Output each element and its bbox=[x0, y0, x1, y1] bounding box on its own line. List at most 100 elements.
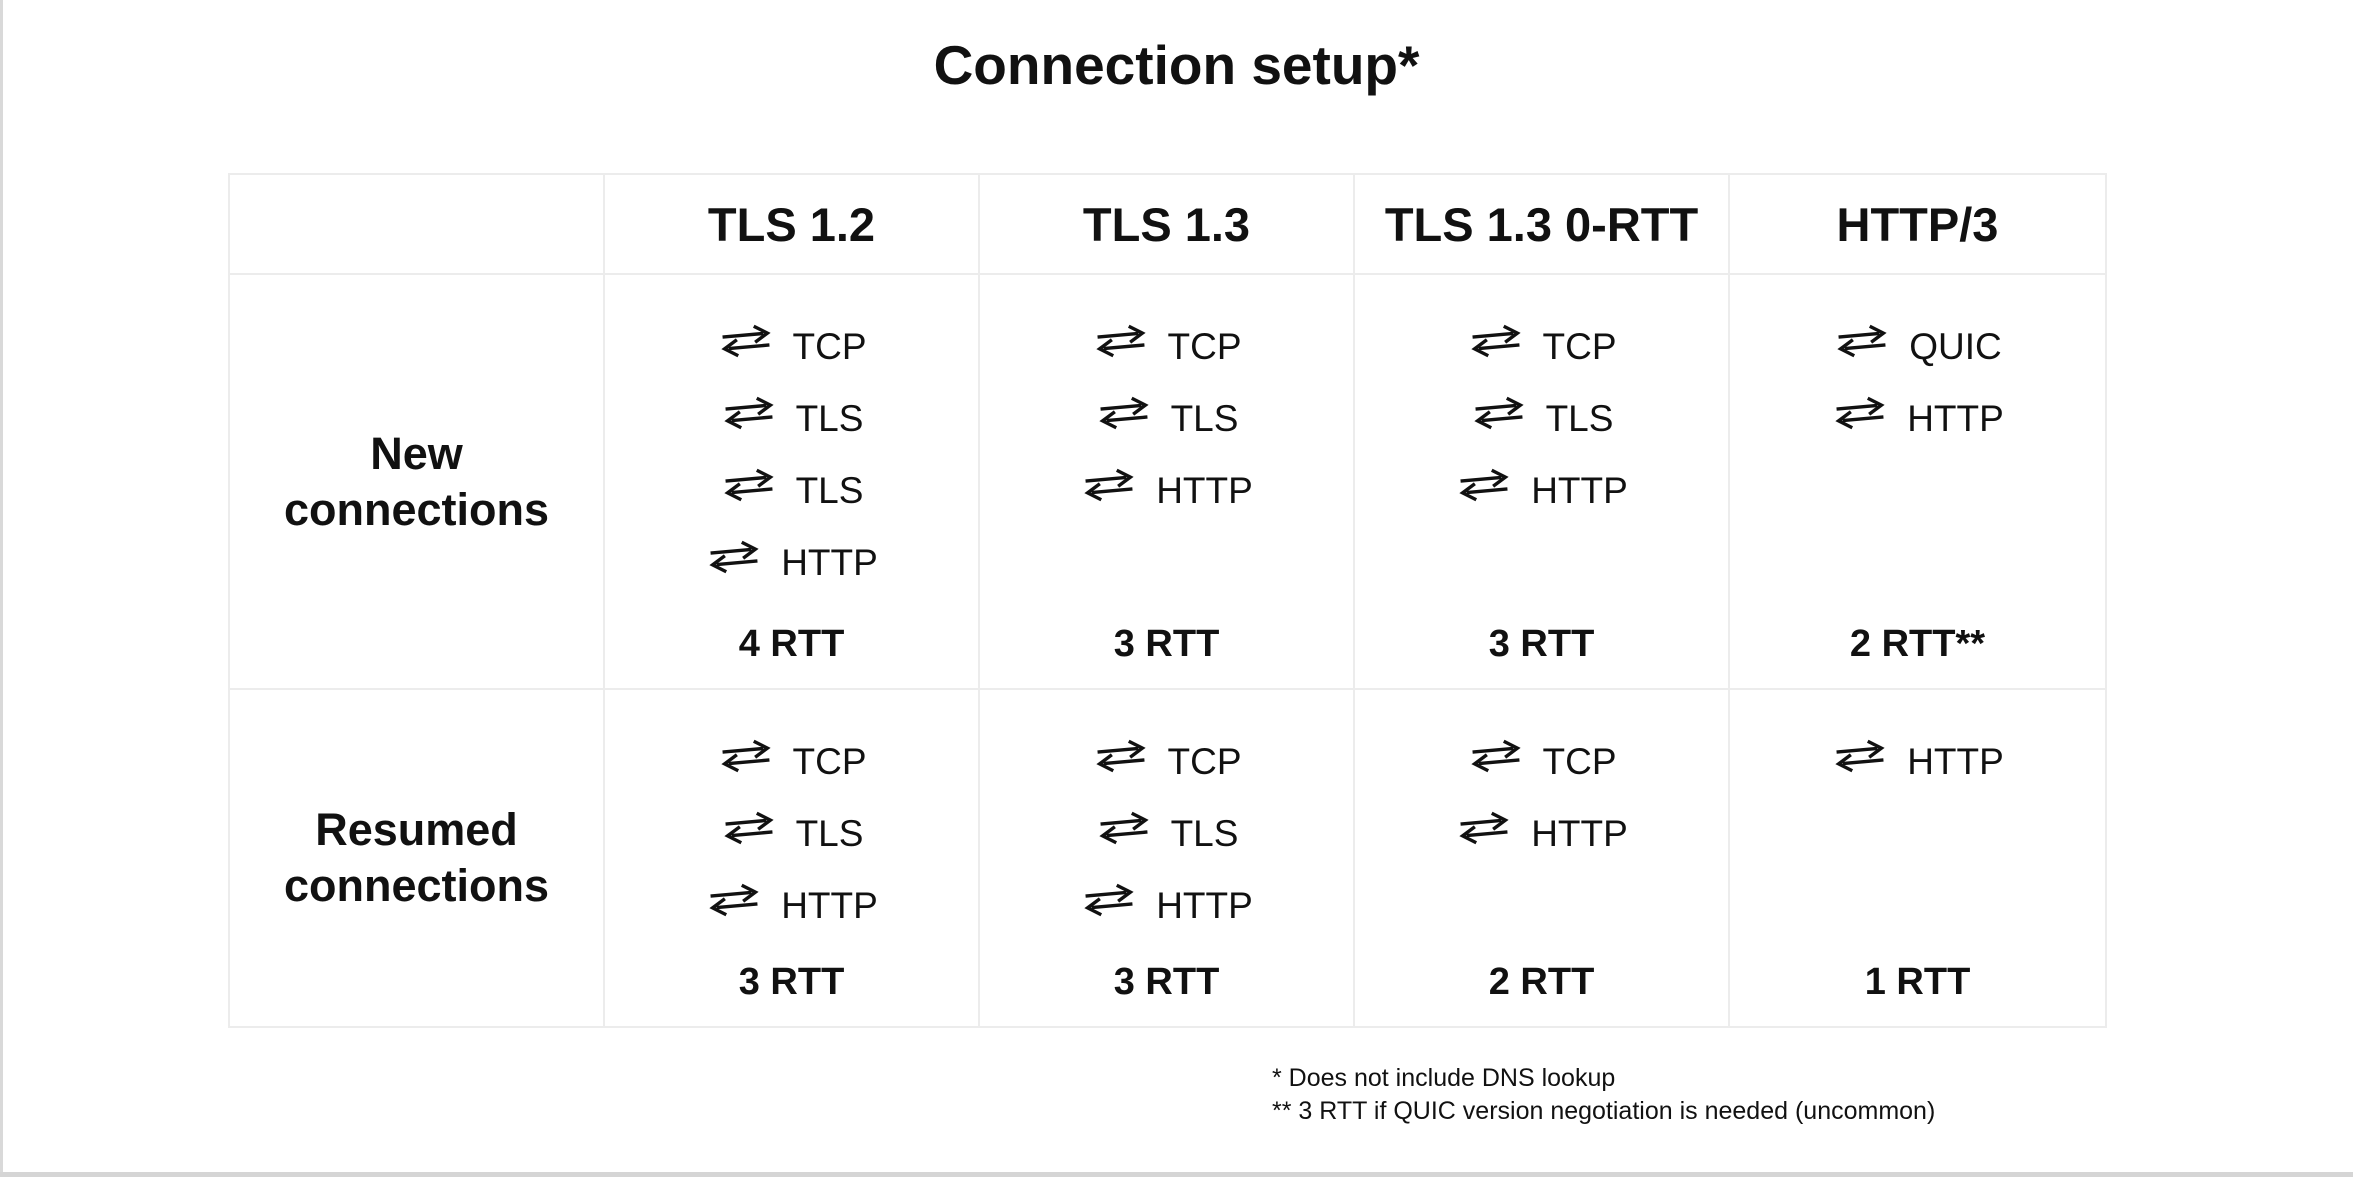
protocol-label: TCP bbox=[1542, 741, 1617, 782]
handshake-steps: TCP TLS HTTP bbox=[1355, 275, 1728, 521]
protocol-label: TLS bbox=[1545, 398, 1614, 439]
protocol-label: TLS bbox=[1170, 813, 1239, 854]
handshake-step: HTTP bbox=[980, 864, 1353, 936]
roundtrip-arrows-icon bbox=[1084, 468, 1134, 502]
handshake-cell: TCP HTTP 2 RTT bbox=[1355, 690, 1730, 1026]
handshake-step: HTTP bbox=[1730, 377, 2105, 449]
protocol-label: HTTP bbox=[781, 542, 878, 583]
roundtrip-arrows-icon bbox=[1098, 811, 1149, 845]
handshake-steps: TCP TLS TLS HTTP bbox=[605, 275, 978, 593]
handshake-step: HTTP bbox=[605, 864, 978, 936]
handshake-steps: TCP TLS HTTP bbox=[605, 690, 978, 936]
roundtrip-arrows-icon bbox=[723, 396, 774, 430]
roundtrip-arrows-icon bbox=[1835, 396, 1885, 430]
handshake-cell: QUIC HTTP 2 RTT** bbox=[1730, 275, 2105, 690]
handshake-step: HTTP bbox=[1355, 792, 1728, 864]
page-title: Connection setup* bbox=[933, 34, 1420, 96]
roundtrip-arrows-icon bbox=[709, 540, 759, 574]
column-header: HTTP/3 bbox=[1730, 175, 2105, 275]
protocol-label: TCP bbox=[1167, 741, 1242, 782]
rtt-total: 4 RTT bbox=[738, 623, 845, 665]
rtt-total: 3 RTT bbox=[1113, 961, 1220, 1003]
handshake-step: TCP bbox=[980, 720, 1353, 792]
protocol-label: TCP bbox=[1542, 326, 1617, 367]
roundtrip-arrows-icon bbox=[1835, 739, 1885, 773]
handshake-step: TLS bbox=[980, 377, 1353, 449]
column-header: TLS 1.2 bbox=[605, 175, 980, 275]
protocol-label: TLS bbox=[795, 813, 864, 854]
row-label: Resumed connections bbox=[230, 690, 605, 1026]
column-header: TLS 1.3 bbox=[980, 175, 1355, 275]
roundtrip-arrows-icon bbox=[1470, 739, 1521, 773]
handshake-step: HTTP bbox=[1355, 449, 1728, 521]
roundtrip-arrows-icon bbox=[709, 883, 759, 917]
handshake-step: QUIC bbox=[1730, 305, 2105, 377]
protocol-label: HTTP bbox=[781, 885, 878, 926]
handshake-steps: TCP TLS HTTP bbox=[980, 275, 1353, 521]
page-bottom-edge bbox=[0, 1172, 2353, 1177]
page-left-edge bbox=[0, 0, 3, 1177]
handshake-step: TCP bbox=[605, 305, 978, 377]
rtt-total: 3 RTT bbox=[738, 961, 845, 1003]
roundtrip-arrows-icon bbox=[723, 468, 774, 502]
handshake-cell: HTTP 1 RTT bbox=[1730, 690, 2105, 1026]
handshake-steps: TCP HTTP bbox=[1355, 690, 1728, 864]
handshake-step: TLS bbox=[605, 449, 978, 521]
handshake-step: TLS bbox=[605, 377, 978, 449]
roundtrip-arrows-icon bbox=[1470, 324, 1521, 358]
footnote-quic-negotiation: ** 3 RTT if QUIC version negotiation is … bbox=[1272, 1097, 1936, 1125]
roundtrip-arrows-icon bbox=[1095, 739, 1146, 773]
handshake-steps: QUIC HTTP bbox=[1730, 275, 2105, 449]
roundtrip-arrows-icon bbox=[723, 811, 774, 845]
footnote-dns: * Does not include DNS lookup bbox=[1272, 1064, 1616, 1092]
column-header: TLS 1.3 0-RTT bbox=[1355, 175, 1730, 275]
roundtrip-arrows-icon bbox=[1084, 883, 1134, 917]
handshake-step: HTTP bbox=[605, 521, 978, 593]
handshake-step: TCP bbox=[1355, 305, 1728, 377]
protocol-label: HTTP bbox=[1531, 813, 1628, 854]
roundtrip-arrows-icon bbox=[1837, 324, 1887, 358]
footnotes: * Does not include DNS lookup ** 3 RTT i… bbox=[1272, 1062, 1935, 1128]
roundtrip-arrows-icon bbox=[1473, 396, 1524, 430]
rtt-total: 3 RTT bbox=[1113, 623, 1220, 665]
protocol-label: TCP bbox=[792, 741, 867, 782]
protocol-label: TCP bbox=[1167, 326, 1242, 367]
handshake-step: TLS bbox=[980, 792, 1353, 864]
protocol-label: QUIC bbox=[1909, 326, 2002, 367]
protocol-label: TLS bbox=[795, 470, 864, 511]
handshake-cell: TCP TLS HTTP 3 RTT bbox=[1355, 275, 1730, 690]
handshake-cell: TCP TLS HTTP 3 RTT bbox=[980, 275, 1355, 690]
protocol-label: TLS bbox=[1170, 398, 1239, 439]
corner-cell bbox=[230, 175, 605, 275]
handshake-cell: TCP TLS TLS HTTP 4 RTT bbox=[605, 275, 980, 690]
handshake-step: HTTP bbox=[1730, 720, 2105, 792]
handshake-step: TCP bbox=[1355, 720, 1728, 792]
handshake-steps: HTTP bbox=[1730, 690, 2105, 792]
roundtrip-arrows-icon bbox=[1459, 811, 1509, 845]
roundtrip-arrows-icon bbox=[720, 739, 771, 773]
protocol-label: HTTP bbox=[1531, 470, 1628, 511]
roundtrip-arrows-icon bbox=[1459, 468, 1509, 502]
rtt-total: 2 RTT** bbox=[1849, 623, 1986, 665]
handshake-step: TLS bbox=[1355, 377, 1728, 449]
handshake-step: HTTP bbox=[980, 449, 1353, 521]
handshake-steps: TCP TLS HTTP bbox=[980, 690, 1353, 936]
rtt-total: 3 RTT bbox=[1488, 623, 1595, 665]
rtt-total: 2 RTT bbox=[1488, 961, 1595, 1003]
protocol-label: HTTP bbox=[1156, 885, 1253, 926]
row-label: New connections bbox=[230, 275, 605, 690]
protocol-label: HTTP bbox=[1907, 398, 2004, 439]
handshake-cell: TCP TLS HTTP 3 RTT bbox=[980, 690, 1355, 1026]
roundtrip-arrows-icon bbox=[720, 324, 771, 358]
handshake-step: TCP bbox=[605, 720, 978, 792]
roundtrip-arrows-icon bbox=[1098, 396, 1149, 430]
protocol-label: HTTP bbox=[1907, 741, 2004, 782]
handshake-step: TLS bbox=[605, 792, 978, 864]
roundtrip-arrows-icon bbox=[1095, 324, 1146, 358]
protocol-label: TCP bbox=[792, 326, 867, 367]
protocol-label: HTTP bbox=[1156, 470, 1253, 511]
handshake-cell: TCP TLS HTTP 3 RTT bbox=[605, 690, 980, 1026]
rtt-total: 1 RTT bbox=[1864, 961, 1971, 1003]
